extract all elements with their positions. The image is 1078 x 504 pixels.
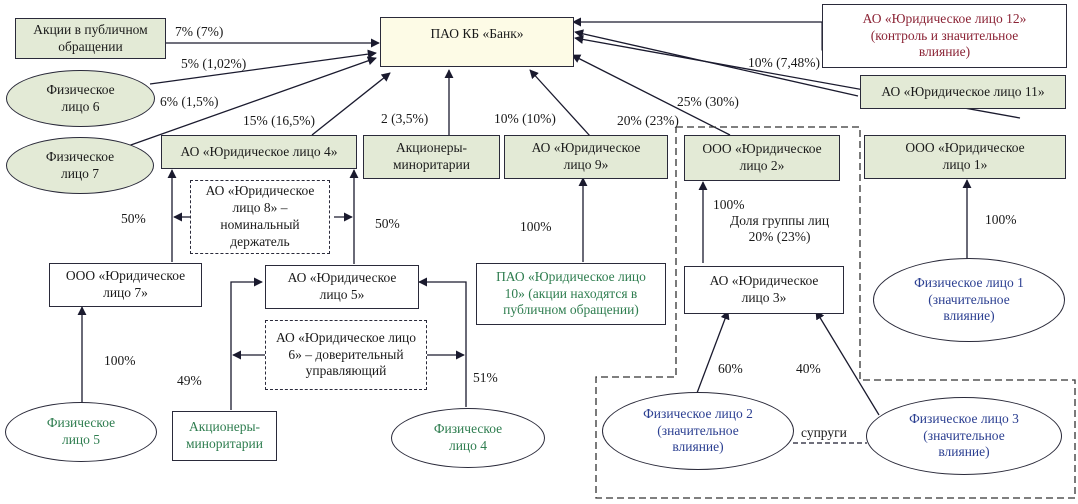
person4-node: Физическое лицо 4 bbox=[391, 408, 545, 468]
le12-node: АО «Юридическое лицо 12» (контроль и зна… bbox=[822, 4, 1067, 68]
edge-person4-le5 bbox=[418, 277, 467, 407]
le6-node: АО «Юридическое лицо 6» – доверительный … bbox=[265, 320, 427, 390]
label-le9: 10% (10%) bbox=[494, 111, 556, 126]
label-person7: 6% (1,5%) bbox=[160, 94, 219, 109]
label-person4-le5: 51% bbox=[473, 370, 498, 385]
edge-person6-bank bbox=[149, 49, 377, 85]
minority-top-node: Акционеры- миноритарии bbox=[363, 135, 500, 179]
label-person3-le3: 40% bbox=[796, 361, 821, 376]
le8-node: АО «Юридическое лицо 8» – номинальный де… bbox=[190, 180, 330, 254]
edge-person7-bank bbox=[127, 56, 377, 147]
le11-node: АО «Юридическое лицо 11» bbox=[860, 75, 1066, 109]
label-le4: 15% (16,5%) bbox=[243, 113, 315, 128]
person3-node: Физическое лицо 3 (значительное влияние) bbox=[866, 397, 1062, 475]
le1-node: ООО «Юридическое лицо 1» bbox=[864, 135, 1066, 179]
label-le3-le2: 100% bbox=[713, 197, 745, 212]
le2-node: ООО «Юридическое лицо 2» bbox=[684, 135, 840, 181]
bank-node: ПАО КБ «Банк» bbox=[380, 17, 574, 67]
edge-le9-bank bbox=[529, 69, 591, 137]
person2-node: Физическое лицо 2 (значительное влияние) bbox=[602, 392, 794, 470]
person5-node: Физическое лицо 5 bbox=[5, 402, 157, 462]
edge-person2-le3 bbox=[696, 310, 730, 394]
label-le2: 20% (23%) bbox=[617, 113, 679, 128]
le5-node: АО «Юридическое лицо 5» bbox=[265, 265, 419, 309]
label-le1: 25% (30%) bbox=[677, 94, 739, 109]
edge-person3-le3 bbox=[815, 310, 880, 416]
person7-node: Физическое лицо 7 bbox=[6, 137, 154, 194]
le4-node: АО «Юридическое лицо 4» bbox=[161, 135, 357, 169]
le3-node: АО «Юридическое лицо 3» bbox=[684, 266, 844, 314]
le10-node: ПАО «Юридическое лицо 10» (акции находят… bbox=[476, 263, 666, 325]
le9-node: АО «Юридическое лицо 9» bbox=[504, 135, 668, 179]
edge-minority-le5 bbox=[230, 277, 263, 410]
label-minority-le5: 49% bbox=[177, 373, 202, 388]
person6-node: Физическое лицо 6 bbox=[6, 70, 155, 127]
edge-le4-bank bbox=[311, 72, 391, 136]
label-le11: 10% (7,48%) bbox=[748, 55, 820, 70]
label-public-shares: 7% (7%) bbox=[175, 24, 224, 39]
label-group-share: Доля группы лиц 20% (23%) bbox=[730, 213, 830, 245]
label-person1-le1: 100% bbox=[985, 212, 1017, 227]
label-le10-le9: 100% bbox=[520, 219, 552, 234]
label-person6: 5% (1,02%) bbox=[181, 56, 247, 71]
minority-bottom-node: Акционеры- миноритарии bbox=[172, 411, 277, 461]
le7-node: ООО «Юридическое лицо 7» bbox=[49, 263, 202, 307]
label-minority-top: 2 (3,5%) bbox=[381, 111, 429, 126]
label-le5-le4: 50% bbox=[375, 216, 400, 231]
public-shares-node: Акции в публичном обращении bbox=[15, 18, 166, 59]
label-person2-le3: 60% bbox=[718, 361, 743, 376]
edge-le2-bank bbox=[571, 54, 731, 136]
label-spouses: супруги bbox=[801, 425, 847, 440]
label-person5-le7: 100% bbox=[104, 353, 136, 368]
label-le7-le4: 50% bbox=[121, 211, 146, 226]
person1-node: Физическое лицо 1 (значительное влияние) bbox=[873, 258, 1065, 342]
